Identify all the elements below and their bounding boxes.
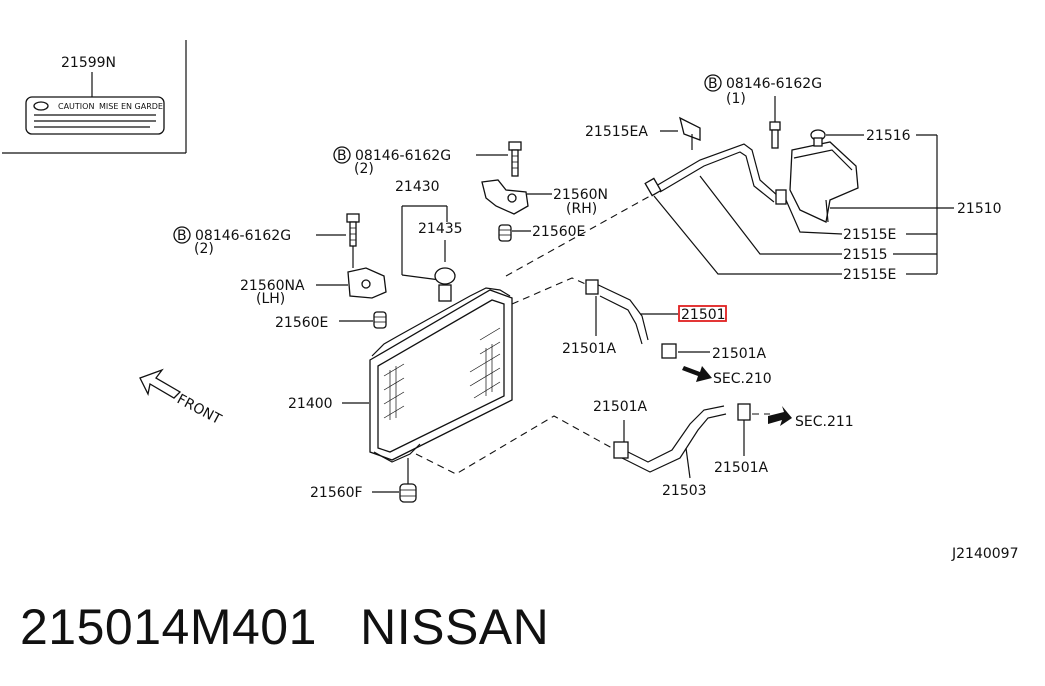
callout-21430: 21430 21435 — [395, 179, 463, 302]
svg-text:B: B — [177, 228, 187, 244]
label-21501A-1: 21501A — [562, 341, 617, 357]
label-21560E-left: 21560E — [275, 315, 328, 331]
label-21560E-top: 21560E — [532, 224, 585, 240]
bracket-lh: 21560NA (LH) — [240, 267, 387, 307]
sec210-arrow-icon — [682, 366, 712, 382]
label-21515EA: 21515EA — [585, 124, 648, 140]
mount-21560F: 21560F — [310, 458, 417, 503]
front-arrow: FRONT — [139, 368, 224, 428]
label-21501A-4: 21501A — [714, 460, 769, 476]
clip-icon — [679, 116, 701, 141]
label-21501A-2: 21501A — [712, 346, 767, 362]
label-21510: 21510 — [957, 201, 1002, 217]
label-21400: 21400 — [288, 396, 333, 412]
mount-21560E-left: 21560E — [275, 311, 387, 331]
front-arrow-icon — [139, 368, 182, 399]
label-bolt-c: 08146-6162G — [726, 76, 822, 92]
svg-text:B: B — [708, 76, 718, 92]
label-21515E-a: 21515E — [843, 227, 896, 243]
lower-hose-21503: 21501A 21501A 21503 SEC.211 — [415, 399, 854, 499]
upper-hose-21501: 21501 21501A 21501A SEC.210 — [511, 277, 772, 387]
label-21501-highlighted: 21501 — [681, 307, 726, 323]
reservoir-assembly: 21515EA B 08146-6162G (1) 21516 21510 21… — [505, 74, 1002, 283]
bracket-rh: 21560N (RH) — [481, 179, 608, 217]
svg-text:B: B — [337, 148, 347, 164]
mise-en-garde-text: MISE EN GARDE — [99, 102, 163, 111]
label-21430: 21430 — [395, 179, 440, 195]
label-21515: 21515 — [843, 247, 888, 263]
label-bolt-b: 08146-6162G — [195, 228, 291, 244]
callout-bolt-b: B 08146-6162G (2) — [173, 213, 360, 268]
part-number: 215014M401 — [20, 599, 317, 655]
label-21560NA-lh: (LH) — [256, 291, 285, 307]
label-sec210: SEC.210 — [713, 371, 772, 387]
label-21560N: 21560N — [553, 187, 608, 203]
mount-21560E-top: 21560E — [498, 224, 585, 242]
label-21501A-3: 21501A — [593, 399, 648, 415]
radiator-cap-icon — [434, 267, 456, 285]
label-21516: 21516 — [866, 128, 911, 144]
hose-clamp-icon — [775, 189, 787, 205]
caution-label-inset: 21599N CAUTION MISE EN GARDE — [2, 40, 187, 154]
label-21435: 21435 — [418, 221, 463, 237]
bolt-mark-icon — [333, 146, 351, 164]
callout-bolt-a: B 08146-6162G (2) — [333, 141, 522, 177]
label-bolt-a: 08146-6162G — [355, 148, 451, 164]
brand-name: NISSAN — [360, 599, 550, 655]
label-21560N-rh: (RH) — [566, 201, 597, 217]
label-bolt-c-qty: (1) — [726, 91, 746, 107]
diagram-code: J2140097 — [951, 546, 1018, 562]
part-caption: 215014M401 NISSAN — [20, 598, 549, 656]
label-front: FRONT — [174, 391, 224, 428]
label-bolt-b-qty: (2) — [194, 241, 214, 257]
radiator-21400: 21400 — [288, 287, 513, 463]
highlight-box — [678, 305, 727, 322]
label-bolt-a-qty: (2) — [354, 161, 374, 177]
caution-text: CAUTION — [58, 102, 94, 111]
label-sec211: SEC.211 — [795, 414, 854, 430]
nissan-logo-icon — [33, 101, 49, 111]
label-21560F: 21560F — [310, 485, 363, 501]
label-21515E-b: 21515E — [843, 267, 896, 283]
bolt-icon — [508, 141, 522, 151]
label-21599N: 21599N — [61, 55, 116, 71]
label-21503: 21503 — [662, 483, 707, 499]
sec211-arrow-icon — [768, 406, 792, 426]
label-21560NA: 21560NA — [240, 278, 305, 294]
reservoir-tank — [789, 141, 859, 223]
